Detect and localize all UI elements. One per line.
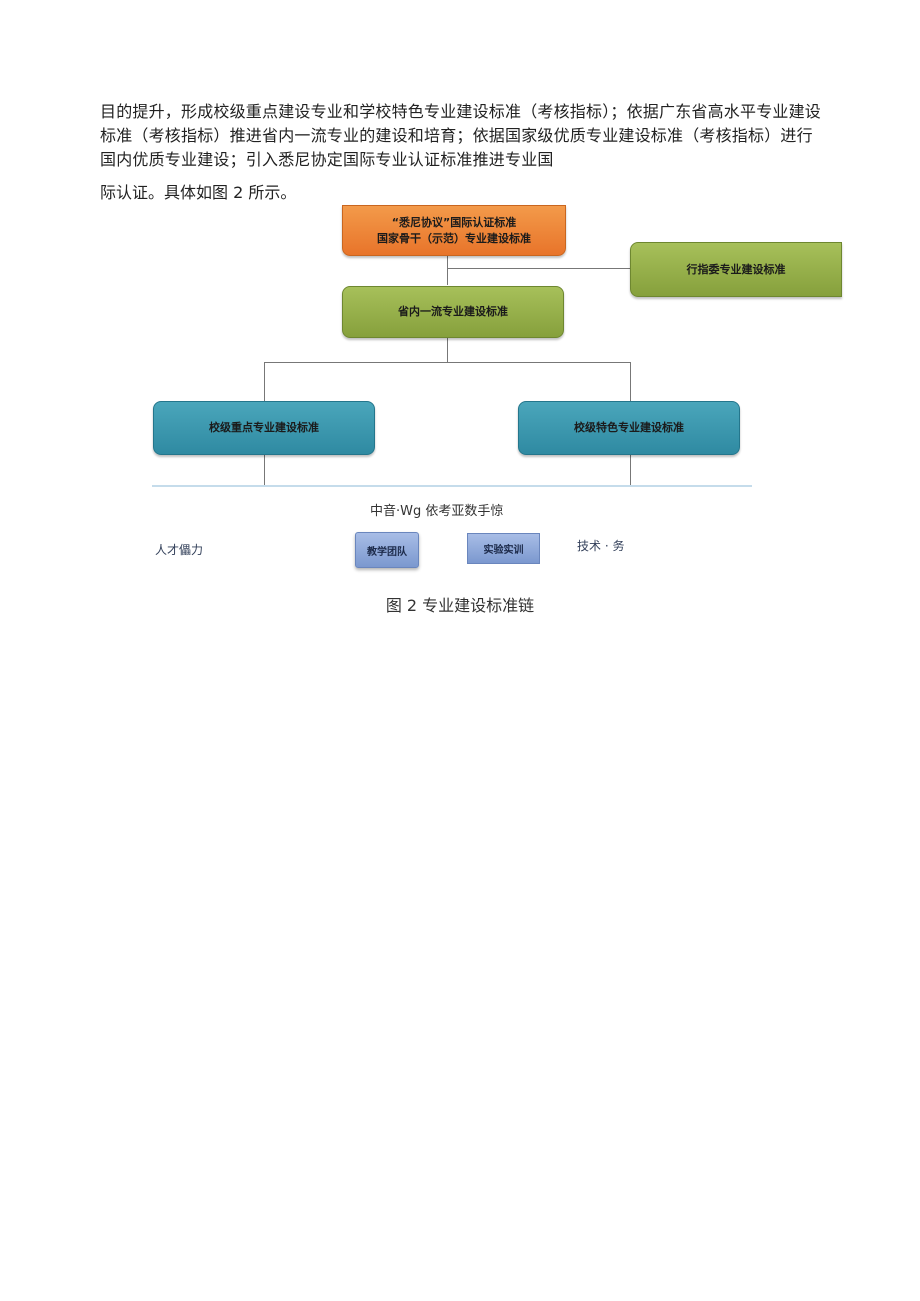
- industry-committee-standard-box: 行指委专业建设标准: [630, 242, 842, 297]
- orange-line-2: 国家骨干（示范）专业建设标准: [377, 231, 531, 245]
- key-major-standard-box: 校级重点专业建设标准: [153, 401, 375, 455]
- right-green-label: 行指委专业建设标准: [686, 262, 786, 276]
- body-paragraph: 目的提升，形成校级重点建设专业和学校特色专业建设标准（考核指标）；依据广东省高水…: [100, 102, 822, 169]
- right-teal-label: 校级特色专业建设标准: [574, 421, 684, 434]
- middle-caption-label: 中音·Wg 依考亚数手惊: [370, 504, 504, 519]
- featured-major-standard-box: 校级特色专业建设标准: [518, 401, 740, 455]
- provincial-standard-box: 省内一流专业建设标准: [342, 286, 564, 338]
- connector-left-down: [264, 362, 265, 402]
- orange-line-1: “悉尼协议”国际认证标准: [391, 215, 517, 229]
- teaching-team-box: 教学团队: [355, 532, 419, 568]
- connector-right-down: [630, 362, 631, 402]
- left-teal-label: 校级重点专业建设标准: [209, 421, 319, 434]
- connector-mid-vertical: [447, 338, 448, 363]
- technical-service-label: 技术 · 务: [577, 539, 625, 553]
- connector-horizontal: [264, 362, 631, 363]
- lab-training-box: 实验实训: [467, 533, 540, 564]
- baseline-divider: [152, 485, 752, 487]
- talent-label: 人才儡力: [155, 543, 204, 557]
- middle-green-label: 省内一流专业建设标准: [398, 305, 508, 318]
- connector-right-bottom: [630, 454, 631, 486]
- figure-caption: 图 2 专业建设标准链: [385, 596, 535, 615]
- connector-top-vertical: [447, 255, 448, 285]
- connector-to-right-box: [447, 268, 631, 269]
- connector-left-bottom: [264, 454, 265, 486]
- body-paragraph-continued: 际认证。具体如图 2 所示。: [100, 183, 297, 202]
- international-national-standard-box: “悉尼协议”国际认证标准 国家骨干（示范）专业建设标准: [342, 205, 566, 256]
- standards-chain-diagram: “悉尼协议”国际认证标准 国家骨干（示范）专业建设标准 行指委专业建设标准 省内…: [0, 0, 920, 640]
